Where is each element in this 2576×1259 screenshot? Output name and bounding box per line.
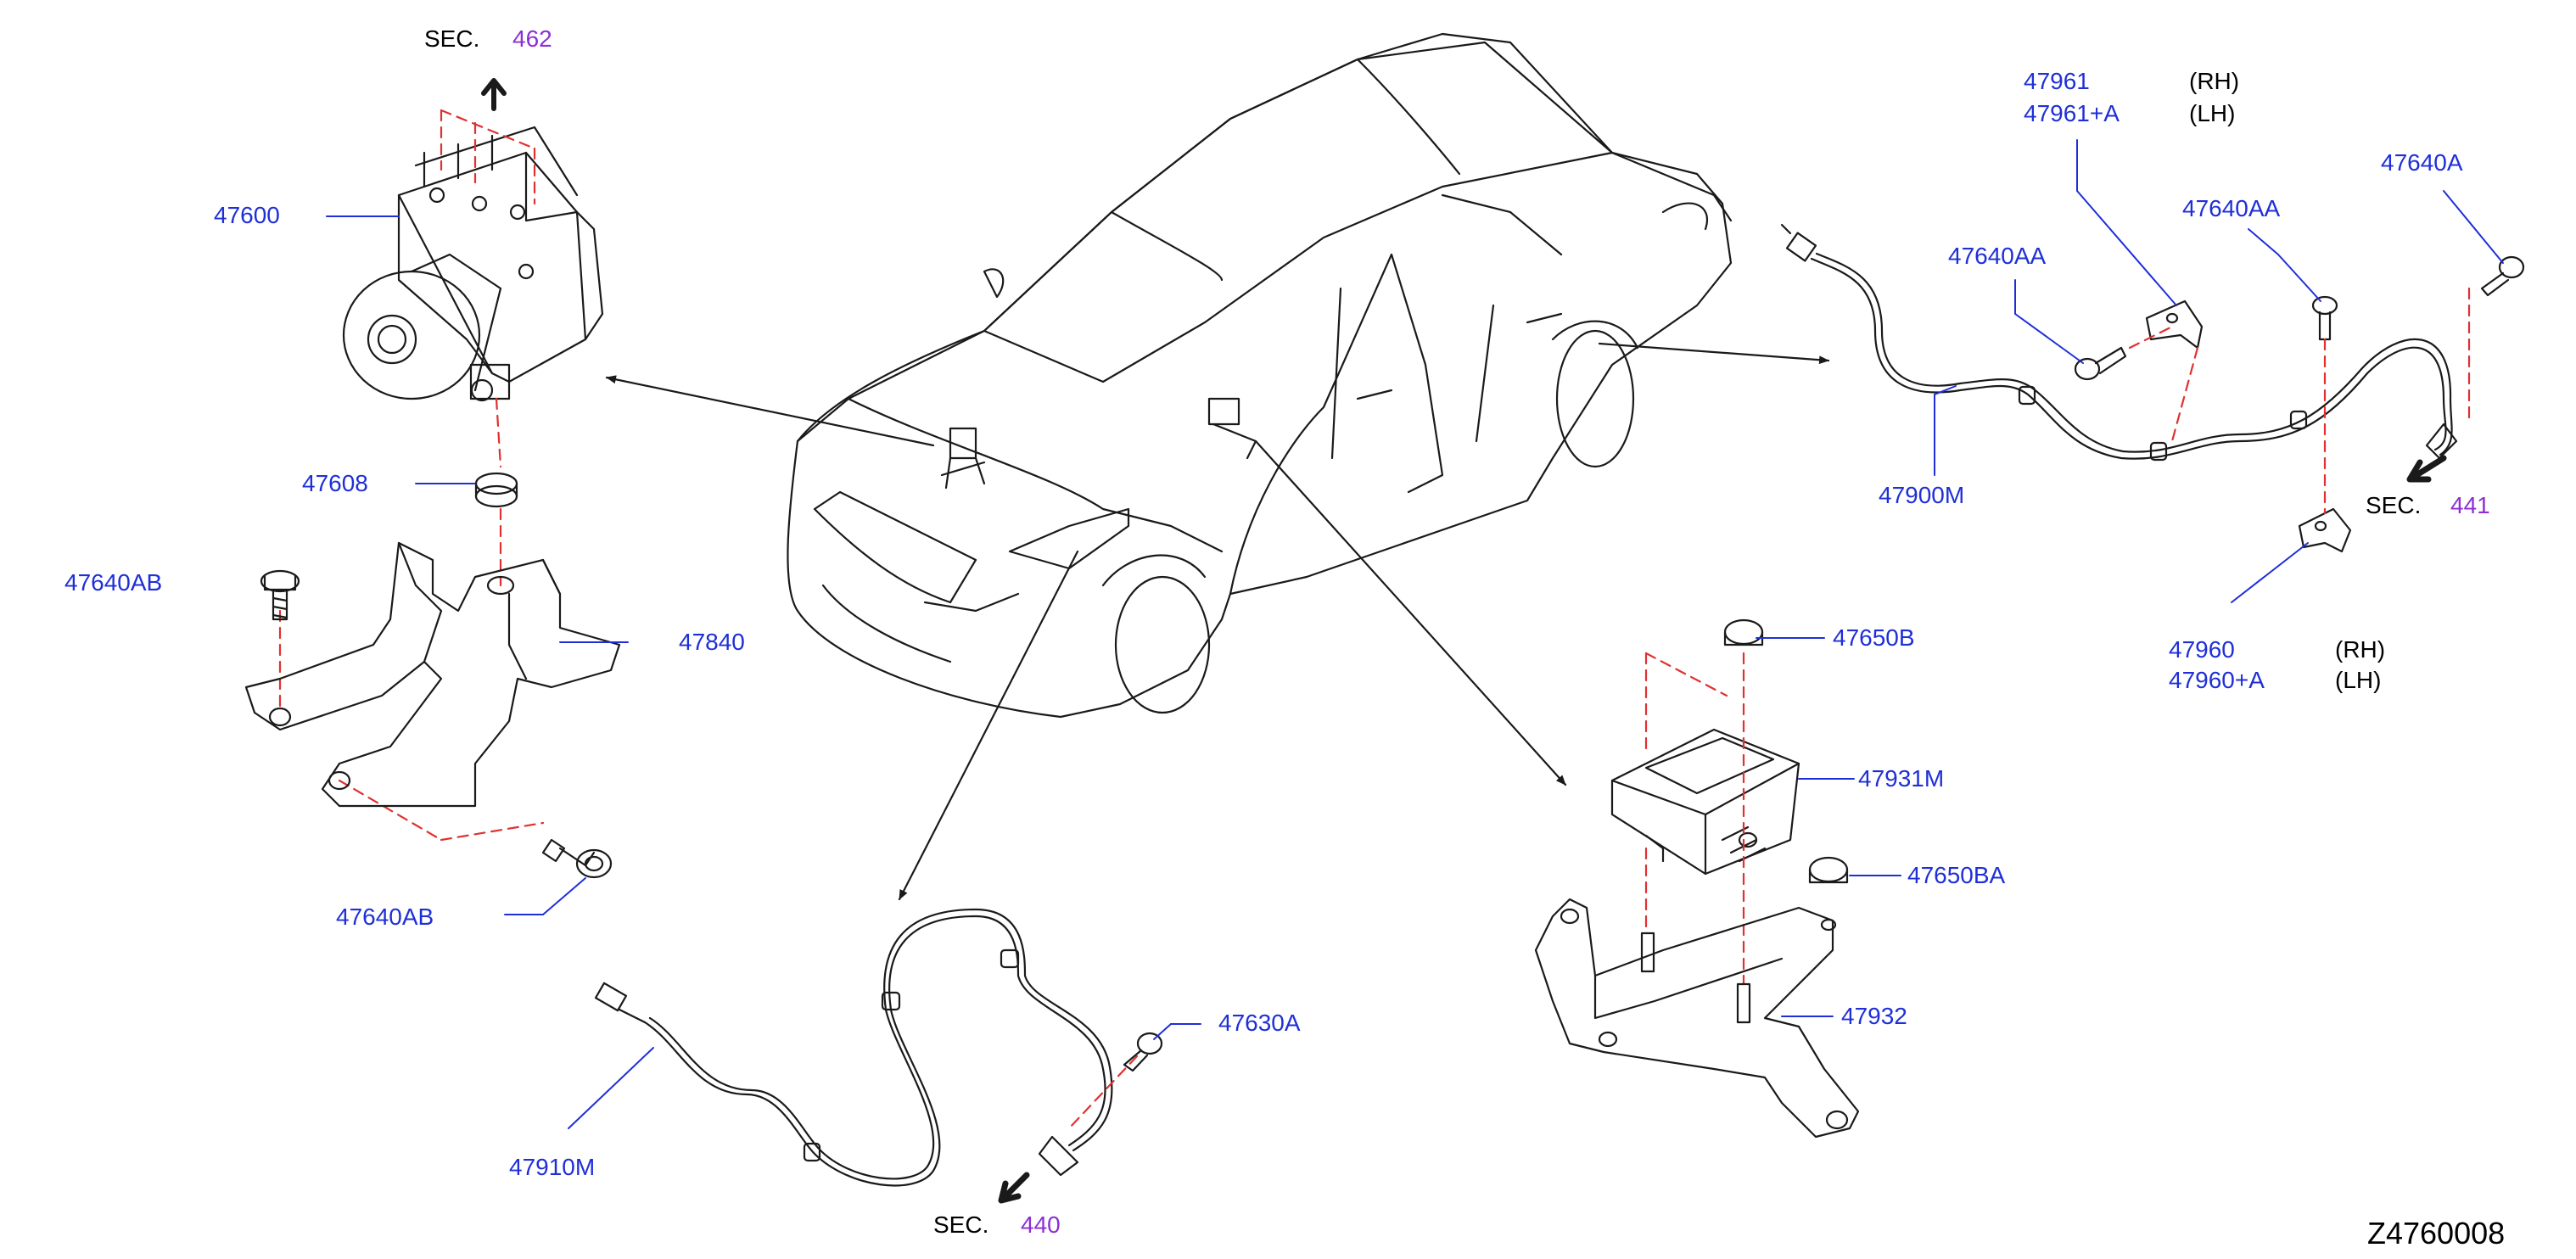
section-prefix-bottom: SEC. bbox=[933, 1211, 989, 1238]
dashed-hints-actuator bbox=[278, 109, 545, 842]
figure-id: Z4760008 bbox=[2367, 1216, 2506, 1251]
bolt-47640AA-left bbox=[2074, 346, 2127, 381]
part-label-47932[interactable]: 47932 bbox=[1841, 1003, 1907, 1029]
section-link-462[interactable]: 462 bbox=[512, 25, 552, 52]
nut-47650B bbox=[1723, 618, 1764, 646]
part-label-47640AB-bottom[interactable]: 47640AB bbox=[336, 904, 434, 930]
dashed-hints-rear bbox=[2128, 287, 2471, 515]
part-label-47650BA[interactable]: 47650BA bbox=[1907, 862, 2006, 888]
front-sensor-bolt bbox=[1123, 1032, 1163, 1072]
rear-bracket-47961 bbox=[2145, 299, 2204, 350]
vehicle-outline bbox=[787, 32, 1733, 719]
bolt-47640AA-right bbox=[2311, 295, 2338, 341]
part-label-47640AA-right[interactable]: 47640AA bbox=[2182, 195, 2281, 221]
yaw-sensor bbox=[1610, 728, 1800, 876]
section-link-440[interactable]: 440 bbox=[1021, 1211, 1061, 1238]
qualifier-rh-47961: (RH) bbox=[2189, 68, 2240, 94]
abs-actuator bbox=[342, 126, 604, 402]
section-prefix-top: SEC. bbox=[424, 25, 480, 52]
part-label-47640AB-top[interactable]: 47640AB bbox=[64, 569, 163, 596]
qualifier-lh-47960: (LH) bbox=[2335, 667, 2382, 693]
part-label-47650B[interactable]: 47650B bbox=[1833, 624, 1915, 651]
part-label-47910M[interactable]: 47910M bbox=[509, 1154, 596, 1180]
bolt-47640A bbox=[2480, 255, 2525, 297]
rear-bracket-47960 bbox=[2298, 507, 2352, 553]
front-sensor-harness bbox=[594, 908, 1113, 1187]
part-label-47960[interactable]: 47960 bbox=[2169, 636, 2235, 663]
qualifier-lh-47961: (LH) bbox=[2189, 100, 2236, 126]
part-label-47630A[interactable]: 47630A bbox=[1218, 1010, 1301, 1036]
part-label-47840[interactable]: 47840 bbox=[679, 629, 745, 655]
leader-lines bbox=[326, 139, 2504, 1129]
part-label-47600[interactable]: 47600 bbox=[214, 202, 280, 228]
part-label-47960A[interactable]: 47960+A bbox=[2169, 667, 2265, 693]
bolt-bottom bbox=[541, 838, 613, 879]
actuator-bracket bbox=[244, 541, 621, 808]
section-prefix-right: SEC. bbox=[2366, 492, 2422, 518]
part-label-47961[interactable]: 47961 bbox=[2024, 68, 2090, 94]
part-label-47640A[interactable]: 47640A bbox=[2381, 149, 2463, 176]
yaw-bracket bbox=[1534, 898, 1860, 1139]
part-label-47931M[interactable]: 47931M bbox=[1858, 765, 1945, 792]
qualifier-rh-47960: (RH) bbox=[2335, 636, 2386, 663]
bolt-top bbox=[260, 569, 300, 621]
grommet bbox=[474, 472, 518, 508]
pointer-arrows bbox=[605, 342, 1830, 901]
part-label-47640AA-left[interactable]: 47640AA bbox=[1948, 243, 2047, 269]
rear-sensor-harness bbox=[1780, 223, 2458, 462]
part-label-47900M[interactable]: 47900M bbox=[1879, 482, 1965, 508]
section-link-441[interactable]: 441 bbox=[2450, 492, 2490, 518]
dashed-hints-yaw bbox=[1644, 652, 1745, 986]
part-label-47961A[interactable]: 47961+A bbox=[2024, 100, 2120, 126]
part-label-47608[interactable]: 47608 bbox=[302, 470, 368, 496]
